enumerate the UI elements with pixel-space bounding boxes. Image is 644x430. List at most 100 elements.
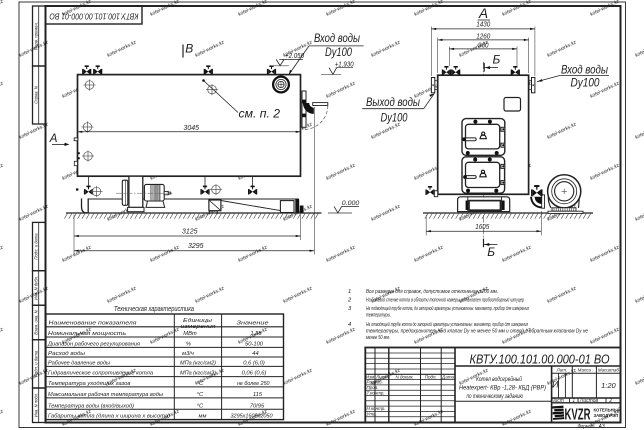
svg-text:Масштаб: Масштаб [598, 368, 619, 373]
svg-text:1: 1 [572, 398, 575, 404]
svg-text:960: 960 [478, 41, 489, 50]
svg-text:м3/ч: м3/ч [182, 351, 194, 357]
svg-text:Справ. N: Справ. N [34, 85, 39, 103]
svg-text:kotel-works.kz: kotel-works.kz [413, 0, 445, 18]
svg-text:1,28: 1,28 [250, 331, 262, 337]
svg-text:kotel-works.kz: kotel-works.kz [0, 0, 5, 18]
svg-text:Dy100: Dy100 [571, 77, 601, 89]
svg-text:3: 3 [348, 306, 352, 312]
svg-text:2: 2 [347, 298, 352, 304]
svg-text:kotel-works.kz: kotel-works.kz [589, 162, 621, 181]
svg-text:Дата: Дата [441, 374, 454, 379]
svg-text:КВТУ.100.101.00.000-01 ВО: КВТУ.100.101.00.000-01 ВО [50, 12, 139, 21]
svg-text:0,06 (0,6): 0,06 (0,6) [242, 371, 267, 377]
svg-text:kotel-works.kz: kotel-works.kz [194, 285, 226, 304]
svg-text:kotel-works.kz: kotel-works.kz [370, 203, 402, 222]
svg-text:kotel-works.kz: kotel-works.kz [634, 121, 644, 140]
svg-text:Б: Б [493, 53, 501, 67]
svg-text:kotel-works.kz: kotel-works.kz [61, 244, 93, 263]
svg-text:Котел водогрейный: Котел водогрейный [476, 375, 522, 383]
svg-text:kotel-works.kz: kotel-works.kz [370, 39, 402, 58]
svg-text:Все размеры для справок, допус: Все размеры для справок, допустимое откл… [366, 289, 498, 295]
svg-text:МПа (кгс/см2): МПа (кгс/см2) [180, 371, 216, 377]
svg-text:А3: А3 [598, 424, 605, 430]
svg-text:Номинальная мощность: Номинальная мощность [48, 331, 126, 337]
svg-text:kotel-works.kz: kotel-works.kz [282, 285, 314, 304]
svg-text:kotel-works.kz: kotel-works.kz [589, 244, 621, 263]
svg-text:70/95: 70/95 [250, 403, 265, 409]
svg-text:Температура уходящих газов: Температура уходящих газов [48, 381, 131, 387]
svg-text:Взам. инв. N: Взам. инв. N [34, 309, 39, 334]
svg-text:Температура воды (вход/выход): Температура воды (вход/выход) [48, 403, 134, 409]
svg-text:kotel-works.kz: kotel-works.kz [194, 39, 226, 58]
svg-text:Гидравлическое сопротивление к: Гидравлическое сопротивление котла [48, 371, 154, 377]
svg-text:Подп. и дата: Подп. и дата [34, 233, 39, 260]
svg-text:температуры, предохранительный: температуры, предохранительный клапан Dy… [366, 327, 589, 334]
svg-text:kotel-works.kz: kotel-works.kz [282, 367, 314, 386]
svg-text:+1.930: +1.930 [335, 61, 354, 68]
svg-text:115: 115 [253, 392, 263, 398]
svg-text:Максимальная рабочая температу: Максимальная рабочая температура воды [48, 392, 164, 398]
svg-text:Выход воды: Выход воды [366, 95, 420, 109]
svg-text:kotel-works.kz: kotel-works.kz [589, 326, 621, 345]
svg-text:3125: 3125 [182, 226, 198, 235]
svg-text:Габариты котла (длина х ширина: Габариты котла (длина х ширина х высота) [48, 414, 170, 420]
svg-text:kotel-works.kz: kotel-works.kz [501, 244, 533, 263]
svg-text:Подп.: Подп. [425, 374, 437, 379]
svg-text:3295х1605х2050: 3295х1605х2050 [231, 414, 274, 420]
svg-text:КОТЕЛЬНЫЙ: КОТЕЛЬНЫЙ [594, 407, 621, 412]
svg-text:kotel-works.kz: kotel-works.kz [589, 0, 621, 18]
svg-text:измерения: измерения [181, 324, 216, 330]
svg-text:44: 44 [252, 351, 258, 357]
svg-text:0,6 (6,0): 0,6 (6,0) [243, 360, 265, 366]
svg-text:На боковой стенке котла в обла: На боковой стенке котла в области топочн… [366, 297, 524, 304]
svg-text:%: % [186, 341, 191, 347]
svg-text:kotel-works.kz: kotel-works.kz [325, 408, 357, 427]
svg-text:Разраб.: Разраб. [367, 380, 383, 385]
svg-text:KVZR: KVZR [565, 407, 591, 424]
svg-text:kotel-works.kz: kotel-works.kz [501, 0, 533, 18]
svg-text:Листов: Листов [579, 398, 599, 404]
svg-text:kotel-works.kz: kotel-works.kz [149, 0, 181, 18]
svg-text:Перв. примен.: Перв. примен. [34, 22, 39, 50]
svg-text:kotel-works.kz: kotel-works.kz [634, 39, 644, 58]
svg-text:Вход воды: Вход воды [314, 31, 360, 45]
svg-text:Значение: Значение [237, 320, 270, 326]
svg-text:kotel-works.kz: kotel-works.kz [325, 80, 357, 99]
svg-text:1:20: 1:20 [601, 381, 616, 390]
svg-text:А: А [478, 6, 488, 21]
svg-text:°С: °С [197, 381, 204, 387]
svg-text:kotel-works.kz: kotel-works.kz [501, 408, 533, 427]
svg-text:kotel-works.kz: kotel-works.kz [0, 326, 5, 345]
svg-text:Рабочее давление воды: Рабочее давление воды [48, 360, 111, 366]
svg-text:3045: 3045 [184, 123, 200, 132]
svg-text:N докум.: N докум. [395, 374, 413, 379]
svg-text:КВТУ.100.101.00.000-01 ВО: КВТУ.100.101.00.000-01 ВО [470, 352, 610, 367]
svg-text:50-100: 50-100 [245, 341, 264, 347]
svg-text:Инв. N дубл.: Инв. N дубл. [34, 276, 39, 300]
svg-text:kotel-works.kz: kotel-works.kz [546, 39, 578, 58]
svg-text:Расход воды: Расход воды [48, 351, 86, 357]
svg-text:Утв.: Утв. [367, 412, 377, 417]
svg-text:1430: 1430 [476, 20, 490, 29]
svg-text:Б: Б [487, 245, 495, 259]
svg-text:Вход воды: Вход воды [561, 62, 608, 76]
svg-text:kotel-works.kz: kotel-works.kz [325, 162, 357, 181]
svg-text:1260: 1260 [476, 32, 490, 41]
svg-text:Лист: Лист [375, 374, 388, 379]
svg-text:Масса: Масса [578, 368, 592, 373]
svg-text:kotel-works.kz: kotel-works.kz [0, 162, 5, 181]
svg-text:kotel-works.kz: kotel-works.kz [149, 326, 181, 345]
svg-text:Техническая характеристика: Техническая характеристика [114, 304, 194, 313]
svg-text:kotel-works.kz: kotel-works.kz [237, 244, 269, 263]
svg-text:Н.контр.: Н.контр. [367, 406, 386, 411]
svg-text:kotel-works.kz: kotel-works.kz [325, 0, 357, 18]
svg-text:kotel-works.kz: kotel-works.kz [546, 121, 578, 140]
svg-text:менее 50 мм.: менее 50 мм. [366, 335, 390, 341]
svg-text:kotel-works.kz: kotel-works.kz [106, 285, 138, 304]
svg-text:kotel-works.kz: kotel-works.kz [546, 285, 578, 304]
svg-text:Подп. и дата: Подп. и дата [34, 350, 39, 377]
svg-text:Формат: Формат [578, 424, 595, 430]
svg-text:ЗАВОД РЭП: ЗАВОД РЭП [594, 413, 619, 418]
svg-text:kotel-works.kz: kotel-works.kz [634, 367, 644, 386]
